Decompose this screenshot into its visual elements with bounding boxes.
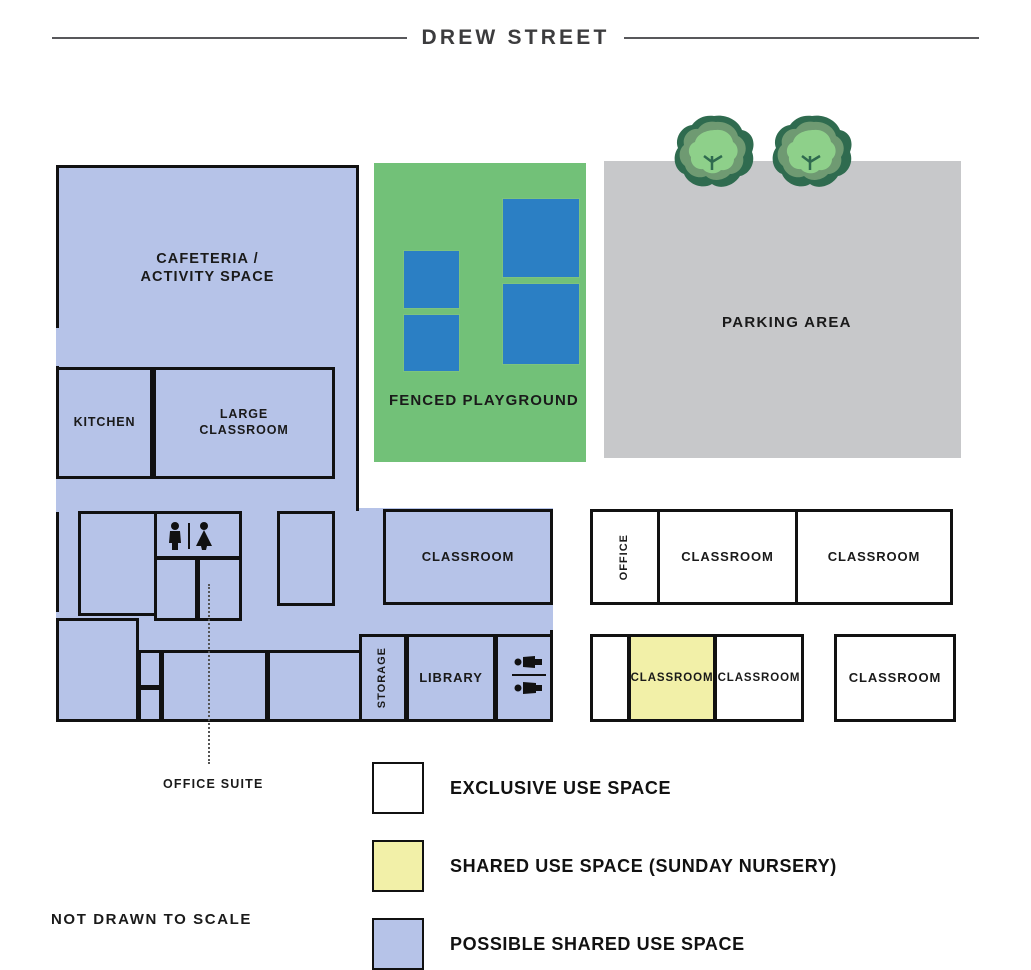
classroom-right-far-label: CLASSROOM xyxy=(848,669,942,685)
tree-icon-right xyxy=(772,115,852,187)
parking-area-label: PARKING AREA xyxy=(722,314,852,331)
legend-item-possible-shared: POSSIBLE SHARED USE SPACE xyxy=(372,918,837,970)
room-lower-closet-lower xyxy=(138,687,162,722)
room-restroom-stall-right xyxy=(197,557,242,621)
legend-label-exclusive: EXCLUSIVE USE SPACE xyxy=(450,777,672,798)
legend-swatch-possible-shared xyxy=(372,918,424,970)
male-figure-icon xyxy=(169,522,181,550)
room-classroom-right-top-2: CLASSROOM xyxy=(795,509,953,605)
room-kitchen: KITCHEN xyxy=(56,367,153,479)
office-suite-label: OFFICE SUITE xyxy=(163,777,264,791)
room-lower-office-a xyxy=(161,650,268,722)
classroom-right-top-1-label: CLASSROOM xyxy=(681,548,774,564)
street-header: DREW STREET xyxy=(0,18,1031,58)
room-lower-left-large xyxy=(56,618,139,722)
restroom-divider xyxy=(188,523,190,549)
large-classroom-label-line1: LARGE xyxy=(219,407,269,422)
room-classroom-shared-nursery: CLASSROOM xyxy=(628,634,716,722)
wall-left-lower-b xyxy=(56,512,59,612)
playground-equipment-3 xyxy=(403,250,460,309)
room-middle-left-1 xyxy=(78,511,159,616)
restroom-figure-rotated-bottom xyxy=(514,682,542,694)
not-drawn-to-scale-note: NOT DRAWN TO SCALE xyxy=(51,911,253,928)
fenced-playground-label: FENCED PLAYGROUND xyxy=(389,392,579,409)
large-classroom-label-line2: CLASSROOM xyxy=(199,423,289,437)
wall-left-upper xyxy=(56,165,59,328)
legend-swatch-shared-nursery xyxy=(372,840,424,892)
room-lower-closet-upper xyxy=(138,650,162,688)
room-large-classroom: LARGE CLASSROOM xyxy=(153,367,335,479)
room-middle-center xyxy=(277,511,335,606)
restroom-icon-secondary xyxy=(512,652,546,698)
street-name-label: DREW STREET xyxy=(421,26,610,49)
library-label: LIBRARY xyxy=(419,669,483,685)
storage-label: STORAGE xyxy=(376,647,389,709)
playground-equipment-1 xyxy=(502,198,580,278)
tree-icon-left xyxy=(674,115,754,187)
legend: EXCLUSIVE USE SPACE SHARED USE SPACE (SU… xyxy=(372,762,837,970)
room-library: LIBRARY xyxy=(406,634,496,722)
legend-item-shared-nursery: SHARED USE SPACE (SUNDAY NURSERY) xyxy=(372,840,837,892)
legend-swatch-exclusive xyxy=(372,762,424,814)
legend-label-shared-nursery: SHARED USE SPACE (SUNDAY NURSERY) xyxy=(450,855,837,876)
restroom-icon-main xyxy=(165,521,215,551)
kitchen-label: KITCHEN xyxy=(73,415,136,430)
classroom-shared-nursery-label: CLASSROOM xyxy=(630,671,714,684)
cafeteria-label-line1: CAFETERIA / xyxy=(156,250,259,267)
room-restroom-secondary xyxy=(495,634,553,722)
header-rule-left xyxy=(52,37,408,39)
room-classroom-center: CLASSROOM xyxy=(383,509,553,605)
playground-equipment-2 xyxy=(502,283,580,365)
room-office-right: OFFICE xyxy=(590,509,660,605)
cafeteria-label-line2: ACTIVITY SPACE xyxy=(140,269,275,285)
room-restroom-stall-left xyxy=(154,557,198,621)
office-suite-leader-line xyxy=(208,584,210,764)
wall-top-upper xyxy=(56,165,359,168)
parking-area xyxy=(604,161,961,458)
playground-equipment-4 xyxy=(403,314,460,372)
restroom-figure-rotated-top xyxy=(514,656,542,668)
header-rule-right xyxy=(623,37,979,39)
wall-right-upper xyxy=(356,165,359,481)
classroom-right-top-2-label: CLASSROOM xyxy=(827,548,921,564)
restroom-divider-secondary xyxy=(512,674,546,676)
room-cafeteria-activity-space: CAFETERIA / ACTIVITY SPACE xyxy=(59,168,356,368)
female-figure-icon xyxy=(196,522,212,550)
office-label: OFFICE xyxy=(618,533,631,581)
room-storage: STORAGE xyxy=(359,634,407,722)
room-right-lower-stub xyxy=(590,634,630,722)
room-classroom-right-mid: CLASSROOM xyxy=(714,634,804,722)
wall-right-mid xyxy=(356,481,359,511)
classroom-center-label: CLASSROOM xyxy=(421,548,515,564)
legend-item-exclusive: EXCLUSIVE USE SPACE xyxy=(372,762,837,814)
legend-label-possible-shared: POSSIBLE SHARED USE SPACE xyxy=(450,933,745,954)
classroom-right-mid-label: CLASSROOM xyxy=(717,671,801,684)
room-classroom-right-top-1: CLASSROOM xyxy=(657,509,798,605)
room-classroom-right-far: CLASSROOM xyxy=(834,634,956,722)
